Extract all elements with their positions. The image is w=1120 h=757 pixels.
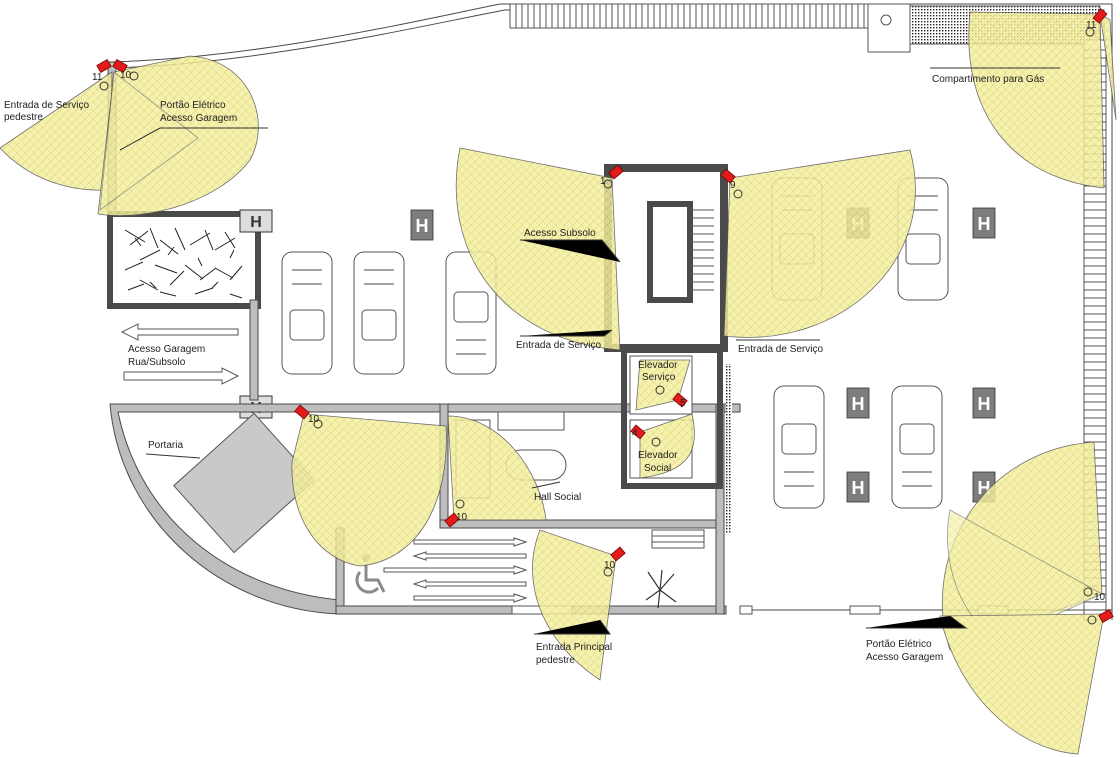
- car: [773, 385, 825, 509]
- portao-eletrico-bottom-label: Acesso Garagem: [866, 652, 943, 663]
- arrows: [120, 323, 528, 603]
- camera-label: 1: [600, 176, 606, 187]
- svg-text:H: H: [852, 478, 865, 498]
- camera-label: 9: [730, 180, 736, 191]
- portaria-desk: [173, 412, 315, 554]
- car: [353, 251, 405, 375]
- parking-marker: H: [410, 209, 434, 241]
- car: [281, 251, 333, 375]
- svg-text:H: H: [416, 216, 429, 236]
- camera-label: 10: [456, 512, 468, 523]
- entrada-principal-label: pedestre: [536, 655, 575, 666]
- plant-icon: [645, 569, 677, 609]
- leader-lines: [119, 67, 1060, 635]
- entrada-principal-label: Entrada Principal: [536, 642, 612, 653]
- parking-marker: H: [972, 207, 996, 239]
- entrada-servico-pedestre-label: pedestre: [4, 112, 43, 123]
- acesso-garagem-label: Acesso Garagem: [128, 344, 205, 355]
- camera-label: 10: [120, 70, 132, 81]
- camera-icon: [96, 58, 112, 91]
- camera-icon: [1085, 8, 1108, 37]
- camera-label: 4: [632, 428, 638, 439]
- car: [891, 385, 943, 509]
- camera-label: 11: [1086, 20, 1097, 31]
- camera-icon: [444, 499, 465, 528]
- camera-icon: [112, 58, 139, 81]
- camera-icon: [603, 164, 624, 189]
- camera-icon: [603, 546, 626, 577]
- camera-icon: [1083, 587, 1114, 625]
- portao-eletrico-top-label: Portão Elétrico: [160, 100, 226, 111]
- stairs: [690, 209, 714, 291]
- camera-icon: [630, 424, 661, 447]
- elevador-servico-label: Serviço: [642, 372, 676, 383]
- parking-marker: H: [972, 387, 996, 419]
- svg-text:H: H: [978, 214, 991, 234]
- camera-icon: [720, 168, 743, 199]
- car: [445, 251, 497, 375]
- entrada-servico-left-label: Entrada de Serviço: [516, 340, 601, 351]
- ramp-stripes-top: [515, 4, 865, 28]
- svg-text:H: H: [250, 214, 262, 231]
- camera-label: 5: [680, 398, 686, 409]
- acesso-garagem-label: Rua/Subsolo: [128, 357, 186, 368]
- camera-label: 11: [92, 72, 103, 83]
- camera-label: 10: [308, 414, 320, 425]
- hall-social-label: Hall Social: [534, 492, 581, 503]
- entrada-servico-pedestre-label: Entrada de Serviço: [4, 100, 89, 111]
- acesso-subsolo-label: Acesso Subsolo: [524, 228, 596, 239]
- labels: Entrada de Serviço pedestre Portão Elétr…: [4, 74, 1044, 666]
- elevador-servico-label: Elevador: [638, 360, 678, 371]
- portao-eletrico-top-label: Acesso Garagem: [160, 113, 237, 124]
- camera-numbers: 11 10 1 9 11 10 10 5 4 10 10: [92, 20, 1106, 603]
- cameras: [96, 8, 1114, 625]
- garden-pattern: [124, 227, 243, 299]
- camera-icon: [655, 385, 688, 408]
- compartimento-gas-label: Compartimento para Gás: [932, 74, 1044, 85]
- svg-text:H: H: [852, 394, 865, 414]
- parking-marker: H: [846, 471, 870, 503]
- portao-eletrico-bottom-label: Portão Elétrico: [866, 639, 932, 650]
- svg-text:H: H: [978, 394, 991, 414]
- parking-marker: H: [846, 387, 870, 419]
- camera-label: 10: [604, 560, 616, 571]
- entrada-servico-right-label: Entrada de Serviço: [738, 344, 823, 355]
- camera-icon: [294, 404, 323, 429]
- camera-coverage: [0, 11, 1117, 755]
- portaria-label: Portaria: [148, 440, 183, 451]
- elevador-social-label: Elevador: [638, 450, 678, 461]
- elevador-social-label: Social: [644, 463, 671, 474]
- camera-label: 10: [1094, 592, 1106, 603]
